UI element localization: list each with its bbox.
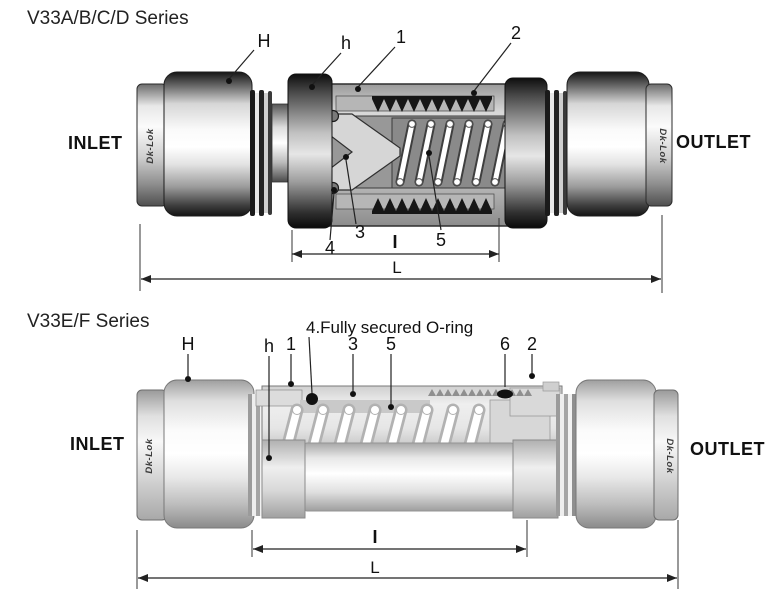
bottom-dim-I: I bbox=[372, 527, 377, 547]
top-callout-1: 1 bbox=[396, 27, 406, 47]
top-thread-upper bbox=[372, 96, 492, 112]
top-callout-2: 2 bbox=[511, 23, 521, 43]
bottom-shell-step bbox=[255, 389, 303, 407]
bottom-callout-leaders bbox=[185, 336, 535, 461]
bottom-title: V33E/F Series bbox=[27, 311, 150, 332]
top-right-tube-cap bbox=[645, 83, 673, 207]
top-valve-drawing: Dk-Lok Dk-Lok bbox=[136, 71, 673, 229]
top-inlet-label: INLET bbox=[68, 133, 123, 153]
bottom-connector bbox=[509, 387, 561, 417]
top-left-nut bbox=[163, 71, 253, 217]
bottom-right-hex bbox=[512, 439, 559, 519]
top-callout-H: H bbox=[258, 31, 271, 51]
bottom-annotation: 4.Fully secured O-ring bbox=[306, 318, 473, 337]
top-outlet-label: OUTLET bbox=[676, 132, 751, 152]
top-dim-I: I bbox=[392, 232, 397, 252]
top-left-ferrules bbox=[250, 90, 272, 216]
bottom-callout-2: 2 bbox=[527, 334, 537, 354]
bottom-diagram: V33E/F Series 4.Fully secured O-ring bbox=[27, 311, 765, 589]
top-outlet-body-nut bbox=[504, 77, 548, 229]
top-callout-leaders bbox=[226, 42, 512, 241]
top-callout-3: 3 bbox=[355, 222, 365, 242]
bottom-callout-6: 6 bbox=[500, 334, 510, 354]
bottom-left-nut bbox=[163, 379, 255, 529]
top-dim-L: L bbox=[392, 258, 401, 277]
bottom-right-nut bbox=[575, 379, 657, 529]
bottom-piston bbox=[302, 442, 516, 512]
top-callout-5: 5 bbox=[436, 230, 446, 250]
bottom-dim-L: L bbox=[370, 558, 379, 577]
top-callout-4: 4 bbox=[325, 238, 335, 258]
top-callout-h: h bbox=[341, 33, 351, 53]
top-right-ferrules bbox=[545, 90, 567, 216]
bottom-callout-3: 3 bbox=[348, 334, 358, 354]
bottom-brand-left: Dk-Lok bbox=[144, 438, 155, 473]
bottom-dimensions: I L bbox=[136, 520, 679, 589]
bottom-brand-right: Dk-Lok bbox=[664, 438, 675, 473]
top-title: V33A/B/C/D Series bbox=[27, 8, 189, 29]
top-dimensions: I L bbox=[139, 215, 663, 293]
bottom-callout-1: 1 bbox=[286, 334, 296, 354]
bottom-outlet-label: OUTLET bbox=[690, 439, 765, 459]
bottom-oring-6 bbox=[497, 389, 513, 399]
bottom-callout-H: H bbox=[182, 334, 195, 354]
top-h-nut bbox=[287, 73, 333, 229]
top-brand-left: Dk-Lok bbox=[145, 128, 156, 163]
top-diagram: V33A/B/C/D Series bbox=[27, 8, 751, 293]
top-right-nut bbox=[566, 71, 650, 217]
bottom-right-ferrules bbox=[556, 394, 576, 516]
bottom-connector-tab bbox=[542, 381, 560, 392]
top-brand-right: Dk-Lok bbox=[657, 128, 668, 163]
bottom-callout-h: h bbox=[264, 336, 274, 356]
bottom-inlet-label: INLET bbox=[70, 434, 125, 454]
bottom-right-tube-cap bbox=[653, 389, 679, 521]
bottom-valve-drawing: Dk-Lok Dk-Lok bbox=[136, 379, 679, 529]
top-thread-lower bbox=[372, 198, 492, 214]
bottom-callout-5: 5 bbox=[386, 334, 396, 354]
